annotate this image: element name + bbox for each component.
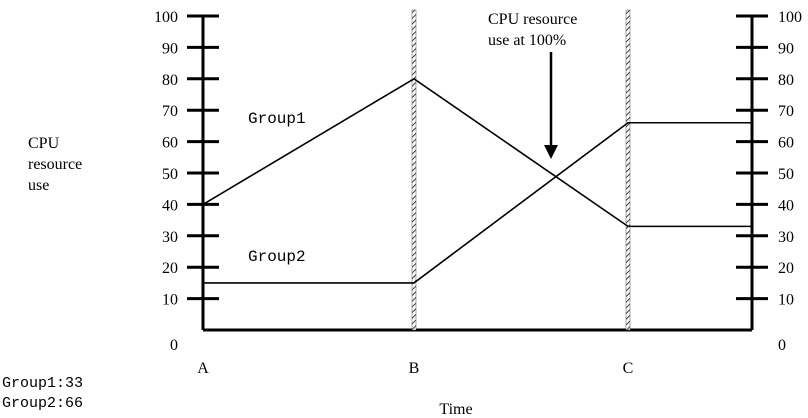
legend-group2: Group2:66 <box>2 394 83 413</box>
left-tick-label-50: 50 <box>162 166 178 183</box>
right-tick-label-100: 100 <box>778 9 802 26</box>
left-tick-label-100: 100 <box>154 9 178 26</box>
right-tick-label-0: 0 <box>778 337 786 354</box>
annotation-arrow-head <box>544 145 558 159</box>
left-tick-label-90: 90 <box>162 40 178 57</box>
divider-C <box>625 9 631 331</box>
series-line-group1 <box>202 77 752 228</box>
left-tick-label-60: 60 <box>162 135 178 152</box>
left-tick-label-20: 20 <box>162 260 178 277</box>
legend-group1-label: Group1: <box>2 375 66 392</box>
right-tick-label-90: 90 <box>778 40 794 57</box>
left-tick-label-0: 0 <box>170 337 178 354</box>
right-tick-label-10: 10 <box>778 292 794 309</box>
right-tick-label-20: 20 <box>778 260 794 277</box>
time-dividers <box>411 9 631 331</box>
x-category-label-a: A <box>197 360 209 377</box>
left-tick-label-70: 70 <box>162 103 178 120</box>
right-tick-label-50: 50 <box>778 166 794 183</box>
axes-layer <box>187 14 768 332</box>
right-tick-label-80: 80 <box>778 72 794 89</box>
right-tick-label-30: 30 <box>778 229 794 246</box>
left-tick-label-40: 40 <box>162 197 178 214</box>
legend-group1: Group1:33 <box>2 374 83 393</box>
annotation-text-line-1: CPU resource <box>488 11 577 28</box>
y-axis-label-line-3: use <box>28 177 49 194</box>
divider-B <box>411 9 417 331</box>
legend-group1-value: 33 <box>65 375 84 392</box>
labels-layer: 0 0 10 10 20 20 30 30 40 40 50 50 60 60 70 70 80 80 90 90 10… <box>28 9 802 418</box>
right-tick-label-70: 70 <box>778 103 794 120</box>
series-line-group2 <box>203 121 752 284</box>
y-axis-label-line-1: CPU <box>28 135 60 152</box>
left-tick-label-10: 10 <box>162 292 178 309</box>
right-tick-label-40: 40 <box>778 197 794 214</box>
x-axis-label: Time <box>439 401 472 418</box>
left-tick-label-30: 30 <box>162 229 178 246</box>
y-axis-label-line-2: resource <box>28 156 82 173</box>
legend-group2-label: Group2: <box>2 395 66 412</box>
left-tick-label-80: 80 <box>162 72 178 89</box>
annotation-text-line-2: use at 100% <box>488 32 566 49</box>
series-label-group2: Group2 <box>248 248 306 266</box>
x-category-label-c: C <box>623 360 634 377</box>
right-tick-label-60: 60 <box>778 135 794 152</box>
series-layer <box>202 77 752 284</box>
x-category-label-b: B <box>409 360 420 377</box>
series-label-group1: Group1 <box>248 110 306 128</box>
legend-group2-value: 66 <box>65 395 84 412</box>
